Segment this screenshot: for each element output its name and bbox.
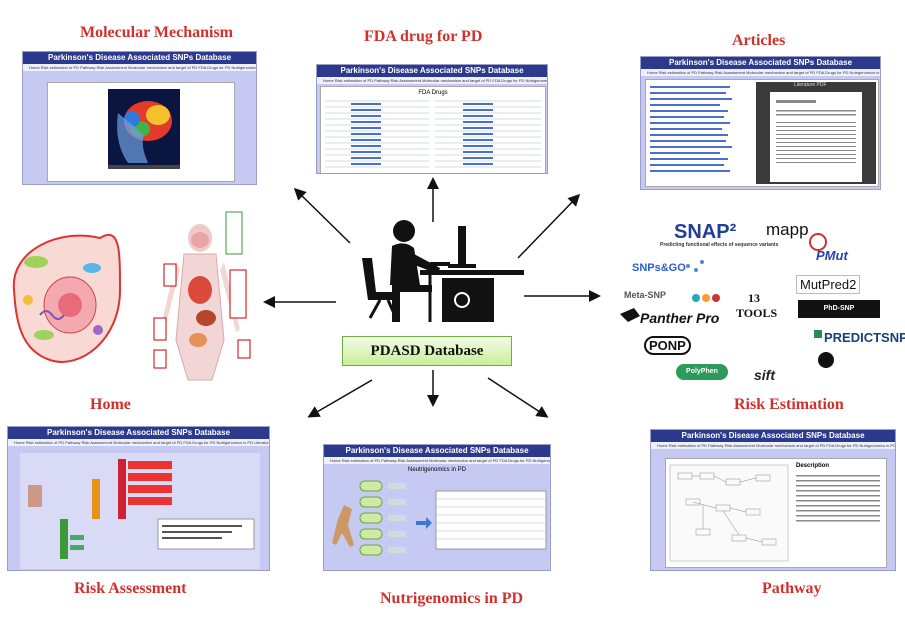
pathway-heading: Description bbox=[796, 463, 830, 469]
label-home: Home bbox=[90, 396, 131, 413]
site-nav: Home Risk estimation of PD Pathway Risk … bbox=[641, 69, 880, 76]
arrow-risk-assessment bbox=[307, 379, 373, 418]
pdf-viewer-title: Literature PDF bbox=[794, 82, 827, 88]
pantherpro-logo: Panther Pro bbox=[640, 310, 720, 326]
arrow-molecular bbox=[293, 187, 351, 244]
site-title: Parkinson's Disease Associated SNPs Data… bbox=[317, 65, 547, 77]
fda-table-lines bbox=[325, 100, 541, 168]
label-fda: FDA drug for PD bbox=[364, 28, 483, 45]
nutrigenomics-diagram bbox=[332, 480, 547, 556]
snap2-logo: SNAP² bbox=[674, 221, 737, 243]
ponp-logo: PONP bbox=[644, 336, 691, 355]
site-title: Parkinson's Disease Associated SNPs Data… bbox=[641, 57, 880, 69]
articles-screenshot: Parkinson's Disease Associated SNPs Data… bbox=[640, 56, 881, 190]
pmut-logo: PMut bbox=[816, 248, 848, 263]
site-title: Parkinson's Disease Associated SNPs Data… bbox=[651, 430, 895, 442]
phdsnp-logo: PhD-SNP bbox=[798, 300, 880, 318]
arrow-pathway bbox=[487, 377, 549, 418]
tools-count-label: TOOLS bbox=[736, 306, 778, 320]
metasnp-logo: Meta-SNP bbox=[624, 290, 667, 300]
articles-frame: Literature PDF bbox=[645, 79, 879, 187]
pathway-screenshot: Parkinson's Disease Associated SNPs Data… bbox=[650, 429, 896, 571]
site-nav: Home Risk estimation of PD Pathway Risk … bbox=[23, 64, 256, 71]
arrow-articles bbox=[517, 193, 581, 259]
articles-list-and-pdf bbox=[650, 82, 876, 184]
pathway-map bbox=[669, 464, 880, 562]
polyphen-logo: PolyPhen bbox=[676, 364, 728, 380]
human-body-image bbox=[153, 211, 251, 381]
snpsgo-logo: SNPs&GO bbox=[632, 262, 686, 274]
tools-count: 13 bbox=[748, 291, 760, 305]
site-title: Parkinson's Disease Associated SNPs Data… bbox=[324, 445, 550, 457]
site-title: Parkinson's Disease Associated SNPs Data… bbox=[23, 52, 256, 64]
mutpred2-logo: MutPred2 bbox=[796, 275, 861, 294]
fda-heading: FDA Drugs bbox=[418, 90, 448, 96]
mapp-logo: mapp bbox=[766, 220, 809, 239]
label-pathway: Pathway bbox=[762, 580, 822, 597]
label-articles: Articles bbox=[732, 32, 786, 49]
label-risk-assessment: Risk Assessment bbox=[74, 580, 187, 597]
label-nutrigenomics: Nutrigenomics in PD bbox=[380, 590, 524, 607]
nutri-heading: Neutrigenomics in PD bbox=[407, 467, 467, 473]
brain-video-image bbox=[108, 89, 180, 169]
label-molecular: Molecular Mechanism bbox=[80, 24, 234, 41]
molecular-screenshot: Parkinson's Disease Associated SNPs Data… bbox=[22, 51, 257, 185]
sift-logo: sift bbox=[754, 367, 775, 383]
nutrigenomics-screenshot: Parkinson's Disease Associated SNPs Data… bbox=[323, 444, 551, 571]
site-nav: Home Risk estimation of PD Pathway Risk … bbox=[8, 439, 269, 446]
fda-screenshot: Parkinson's Disease Associated SNPs Data… bbox=[316, 64, 548, 174]
cell-image bbox=[12, 233, 122, 363]
risk-assessment-screenshot: Parkinson's Disease Associated SNPs Data… bbox=[7, 426, 270, 571]
label-risk-estimation: Risk Estimation bbox=[734, 396, 844, 413]
risk-assessment-flowchart bbox=[20, 453, 260, 569]
database-box: PDASD Database bbox=[342, 336, 512, 366]
content-frame bbox=[47, 82, 235, 182]
site-nav: Home Risk estimation of PD Pathway Risk … bbox=[317, 77, 547, 84]
pathway-frame: Description bbox=[665, 458, 887, 568]
fda-table-frame: FDA Drugs bbox=[320, 86, 546, 173]
site-nav: Home Risk estimation of PD Pathway Risk … bbox=[324, 457, 550, 464]
snap2-subtitle: Predicting functional effects of sequenc… bbox=[660, 242, 779, 248]
site-title: Parkinson's Disease Associated SNPs Data… bbox=[8, 427, 269, 439]
predictsnp-logo: PREDICTSNP bbox=[824, 330, 905, 345]
site-nav: Home Risk estimation of PD Pathway Risk … bbox=[651, 442, 895, 449]
